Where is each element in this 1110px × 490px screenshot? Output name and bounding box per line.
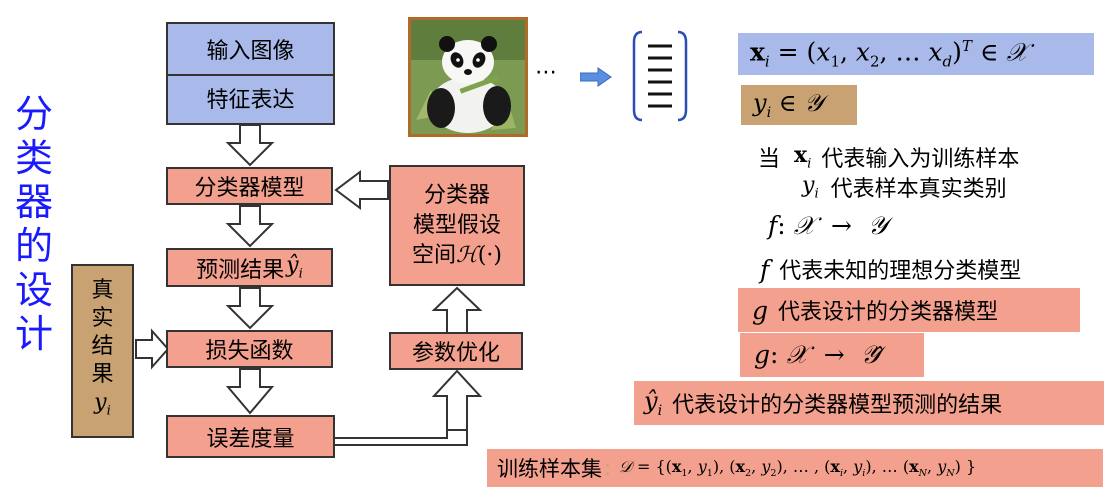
hypothesis-arg: (·) bbox=[477, 242, 502, 268]
yi-explanation: yi 代表样本真实类别 bbox=[802, 172, 1007, 202]
hypothesis-line3: 空间 bbox=[412, 242, 457, 268]
truth-char: 结 bbox=[91, 333, 114, 359]
truth-char: 果 bbox=[91, 361, 114, 387]
f-explanation: f 代表未知的理想分类模型 bbox=[760, 253, 1021, 285]
truth-yi: yi bbox=[94, 389, 111, 419]
g-desc: 代表设计的分类器模型 bbox=[778, 300, 999, 325]
yi-formula: yi ∈ 𝒴 bbox=[753, 89, 824, 121]
up-arrow-error bbox=[431, 369, 483, 431]
vertical-title: 分 类 器 的 设 计 bbox=[12, 92, 56, 356]
train-set-label: 训练样本集 bbox=[497, 457, 602, 481]
ellipsis: ⋯ bbox=[535, 60, 557, 85]
yhat-desc: 代表设计的分类器模型预测的结果 bbox=[672, 393, 1003, 418]
prediction-label: 预测结果 bbox=[196, 257, 285, 283]
classifier-model-label: 分类器模型 bbox=[194, 176, 305, 201]
xi-symbol: xi bbox=[794, 142, 812, 172]
g-symbol: g bbox=[752, 295, 769, 325]
yhat-symbol: ŷi bbox=[644, 387, 663, 419]
down-arrow-2 bbox=[225, 205, 275, 248]
ground-truth-box: 真 实 结 果 yi bbox=[71, 264, 134, 438]
hypothesis-symbol: ℋ bbox=[456, 242, 478, 268]
hypothesis-line1: 分类器 bbox=[423, 182, 490, 208]
xi-desc: 代表输入为训练样本 bbox=[821, 147, 1020, 172]
title-char: 类 bbox=[14, 136, 53, 180]
train-set-colon: : bbox=[604, 456, 612, 480]
loss-function-label: 损失函数 bbox=[205, 339, 294, 364]
loss-function-box: 损失函数 bbox=[166, 330, 333, 368]
flow-connectors bbox=[135, 124, 483, 446]
xi-definition: xi = (x1, x2, … xd)T ∈ 𝒳 bbox=[738, 33, 1094, 75]
truth-char: 真 bbox=[91, 277, 114, 303]
panda-image bbox=[408, 17, 528, 137]
feature-vector-icon bbox=[632, 30, 688, 122]
input-image-label: 输入图像 bbox=[168, 24, 333, 76]
input-feature-box: 输入图像 特征表达 bbox=[166, 22, 335, 125]
classifier-model-box: 分类器模型 bbox=[166, 167, 333, 205]
title-char: 器 bbox=[14, 180, 53, 224]
left-arrow-hypothesis bbox=[334, 170, 389, 210]
f-desc: 代表未知的理想分类模型 bbox=[779, 259, 1022, 284]
yi-desc: 代表样本真实类别 bbox=[830, 177, 1007, 202]
right-arrow-truth bbox=[135, 328, 170, 370]
yhat-explanation: ŷi 代表设计的分类器模型预测的结果 bbox=[634, 381, 1104, 425]
feature-label: 特征表达 bbox=[206, 88, 295, 114]
title-char: 计 bbox=[14, 312, 53, 356]
hypothesis-space-box: 分类器 模型假设 空间ℋ(·) bbox=[389, 165, 525, 286]
f-mapping: f: 𝒳 → 𝒴 bbox=[768, 211, 888, 240]
title-char: 的 bbox=[14, 224, 53, 268]
down-arrow-4 bbox=[225, 368, 275, 415]
error-to-optimize-line-2 bbox=[335, 430, 468, 446]
right-arrow-icon bbox=[580, 67, 612, 87]
param-optimize-label: 参数优化 bbox=[411, 341, 500, 366]
f-symbol: f bbox=[760, 254, 770, 284]
hypothesis-line3-wrap: 空间ℋ(·) bbox=[412, 241, 502, 271]
prediction-yhat: ŷi bbox=[286, 253, 303, 282]
train-set-formula: 𝒟 = {(x1, y1), (x2, y2), … , (xi, yi), …… bbox=[619, 456, 977, 480]
truth-char: 实 bbox=[91, 305, 114, 331]
panda-photo bbox=[411, 20, 525, 134]
down-arrow-3 bbox=[225, 287, 275, 330]
yi-definition: yi ∈ 𝒴 bbox=[741, 85, 857, 125]
down-arrow-1 bbox=[225, 124, 275, 167]
prediction-box: 预测结果 ŷi bbox=[166, 248, 333, 287]
title-char: 分 bbox=[14, 92, 53, 136]
error-metric-box: 误差度量 bbox=[166, 415, 335, 458]
error-to-optimize-line bbox=[335, 430, 448, 439]
xi-formula: xi = (x1, x2, … xd)T ∈ 𝒳 bbox=[750, 37, 1028, 71]
param-optimize-box: 参数优化 bbox=[389, 332, 523, 370]
up-arrow-optimize bbox=[431, 286, 483, 334]
title-char: 设 bbox=[14, 268, 53, 312]
training-set: 训练样本集 : 𝒟 = {(x1, y1), (x2, y2), … , (xi… bbox=[487, 449, 1103, 487]
xi-explanation: 当 xi 代表输入为训练样本 bbox=[758, 142, 1019, 172]
yi-symbol: yi bbox=[802, 172, 819, 202]
when-label: 当 bbox=[758, 147, 781, 172]
g-explanation: g 代表设计的分类器模型 bbox=[738, 288, 1080, 332]
g-mapping: g: 𝒳 → 𝒴̂ bbox=[740, 333, 924, 377]
hypothesis-line2: 模型假设 bbox=[412, 212, 501, 238]
error-metric-label: 误差度量 bbox=[206, 426, 295, 452]
